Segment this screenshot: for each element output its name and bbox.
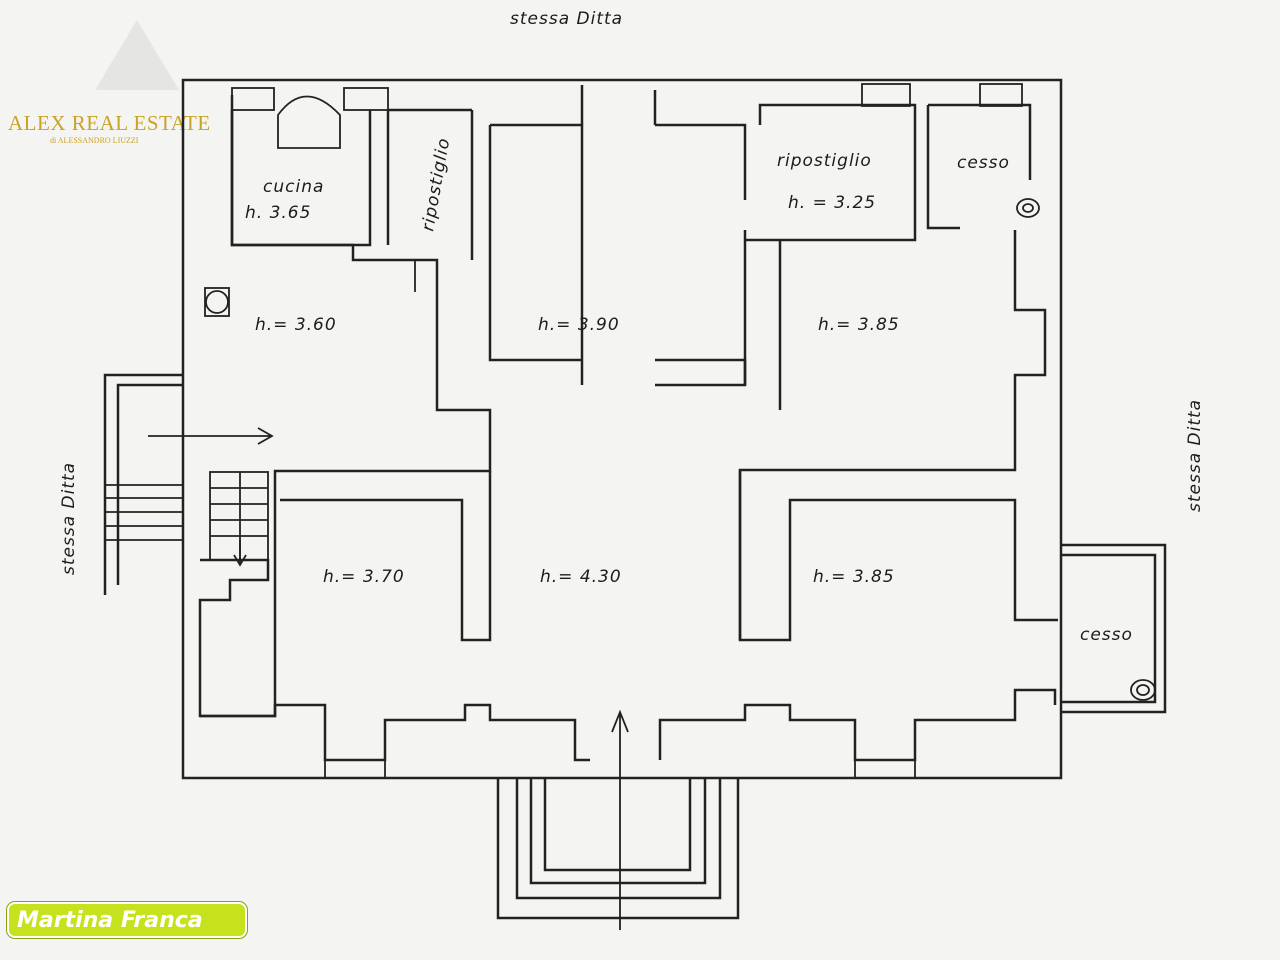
room-name-cucina: cucina (263, 177, 324, 197)
entry-arrow (611, 709, 629, 930)
toilet-top-icon (1016, 198, 1040, 218)
window-top-right (861, 83, 911, 107)
kitchen-window (231, 87, 275, 111)
room-height-right-lower: h.= 3.85 (813, 567, 895, 587)
room-height-left-lower: h.= 3.70 (323, 567, 405, 587)
brand-watermark-subtitle: di ALESSANDRO LIUZZI (50, 136, 139, 145)
cesso-right-walls (1061, 543, 1167, 714)
room-name-cesso-right: cesso (1080, 625, 1133, 645)
cesso-top-walls (926, 103, 1032, 230)
room-name-cesso-top: cesso (957, 153, 1010, 173)
room-name-ripostiglio-right: ripostiglio (777, 151, 872, 171)
neighbor-top-label: stessa Ditta (510, 9, 623, 29)
utility-box (204, 287, 230, 317)
side-stair-outline (103, 373, 183, 595)
toilet-right-inner (1136, 684, 1150, 696)
room-name-ripostiglio-small: ripostiglio (418, 136, 454, 233)
side-entry-arrow (148, 427, 274, 445)
toilet-right-icon (1130, 679, 1156, 701)
wall-west-block (198, 95, 492, 718)
ripostiglio-small-walls (386, 108, 474, 260)
stair-down-arrow (233, 540, 247, 567)
brand-watermark: ALEX REAL ESTATE (8, 111, 211, 135)
room-center-lower-walls (280, 470, 742, 642)
side-stairs (105, 484, 183, 541)
neighbor-left-label: stessa Ditta (59, 462, 79, 575)
room-height-center-upper: h.= 3.90 (538, 315, 620, 335)
south-wall-left (200, 703, 590, 762)
window-south-1 (324, 759, 386, 779)
outer-wall (181, 78, 1063, 780)
toilet-top-inner (1022, 203, 1034, 213)
room-height-cucina: h. 3.65 (245, 203, 311, 223)
kitchen-window-2 (343, 87, 389, 111)
room-height-center-lower: h.= 4.30 (540, 567, 622, 587)
location-badge: Martina Franca (7, 902, 247, 938)
room-height-left-upper: h.= 3.60 (255, 315, 337, 335)
room-height-right-upper: h.= 3.85 (818, 315, 900, 335)
room-height-ripostiglio-right: h. = 3.25 (788, 193, 876, 213)
kitchen-oven (277, 95, 341, 149)
window-south-2 (854, 759, 916, 779)
location-badge-label: Martina Franca (17, 907, 203, 933)
inner-stairs (209, 471, 269, 561)
utility-circle-icon (205, 290, 229, 314)
kitchen-walls (230, 110, 372, 247)
logo-watermark-shape (95, 20, 179, 90)
front-stairs (496, 778, 740, 920)
room-right-upper-walls (655, 103, 917, 410)
window-cesso (979, 83, 1023, 107)
room-right-lower-walls (738, 230, 1058, 642)
neighbor-right-label: stessa Ditta (1185, 399, 1205, 512)
south-wall-right (658, 688, 1057, 762)
room-center-upper-walls (488, 90, 747, 385)
